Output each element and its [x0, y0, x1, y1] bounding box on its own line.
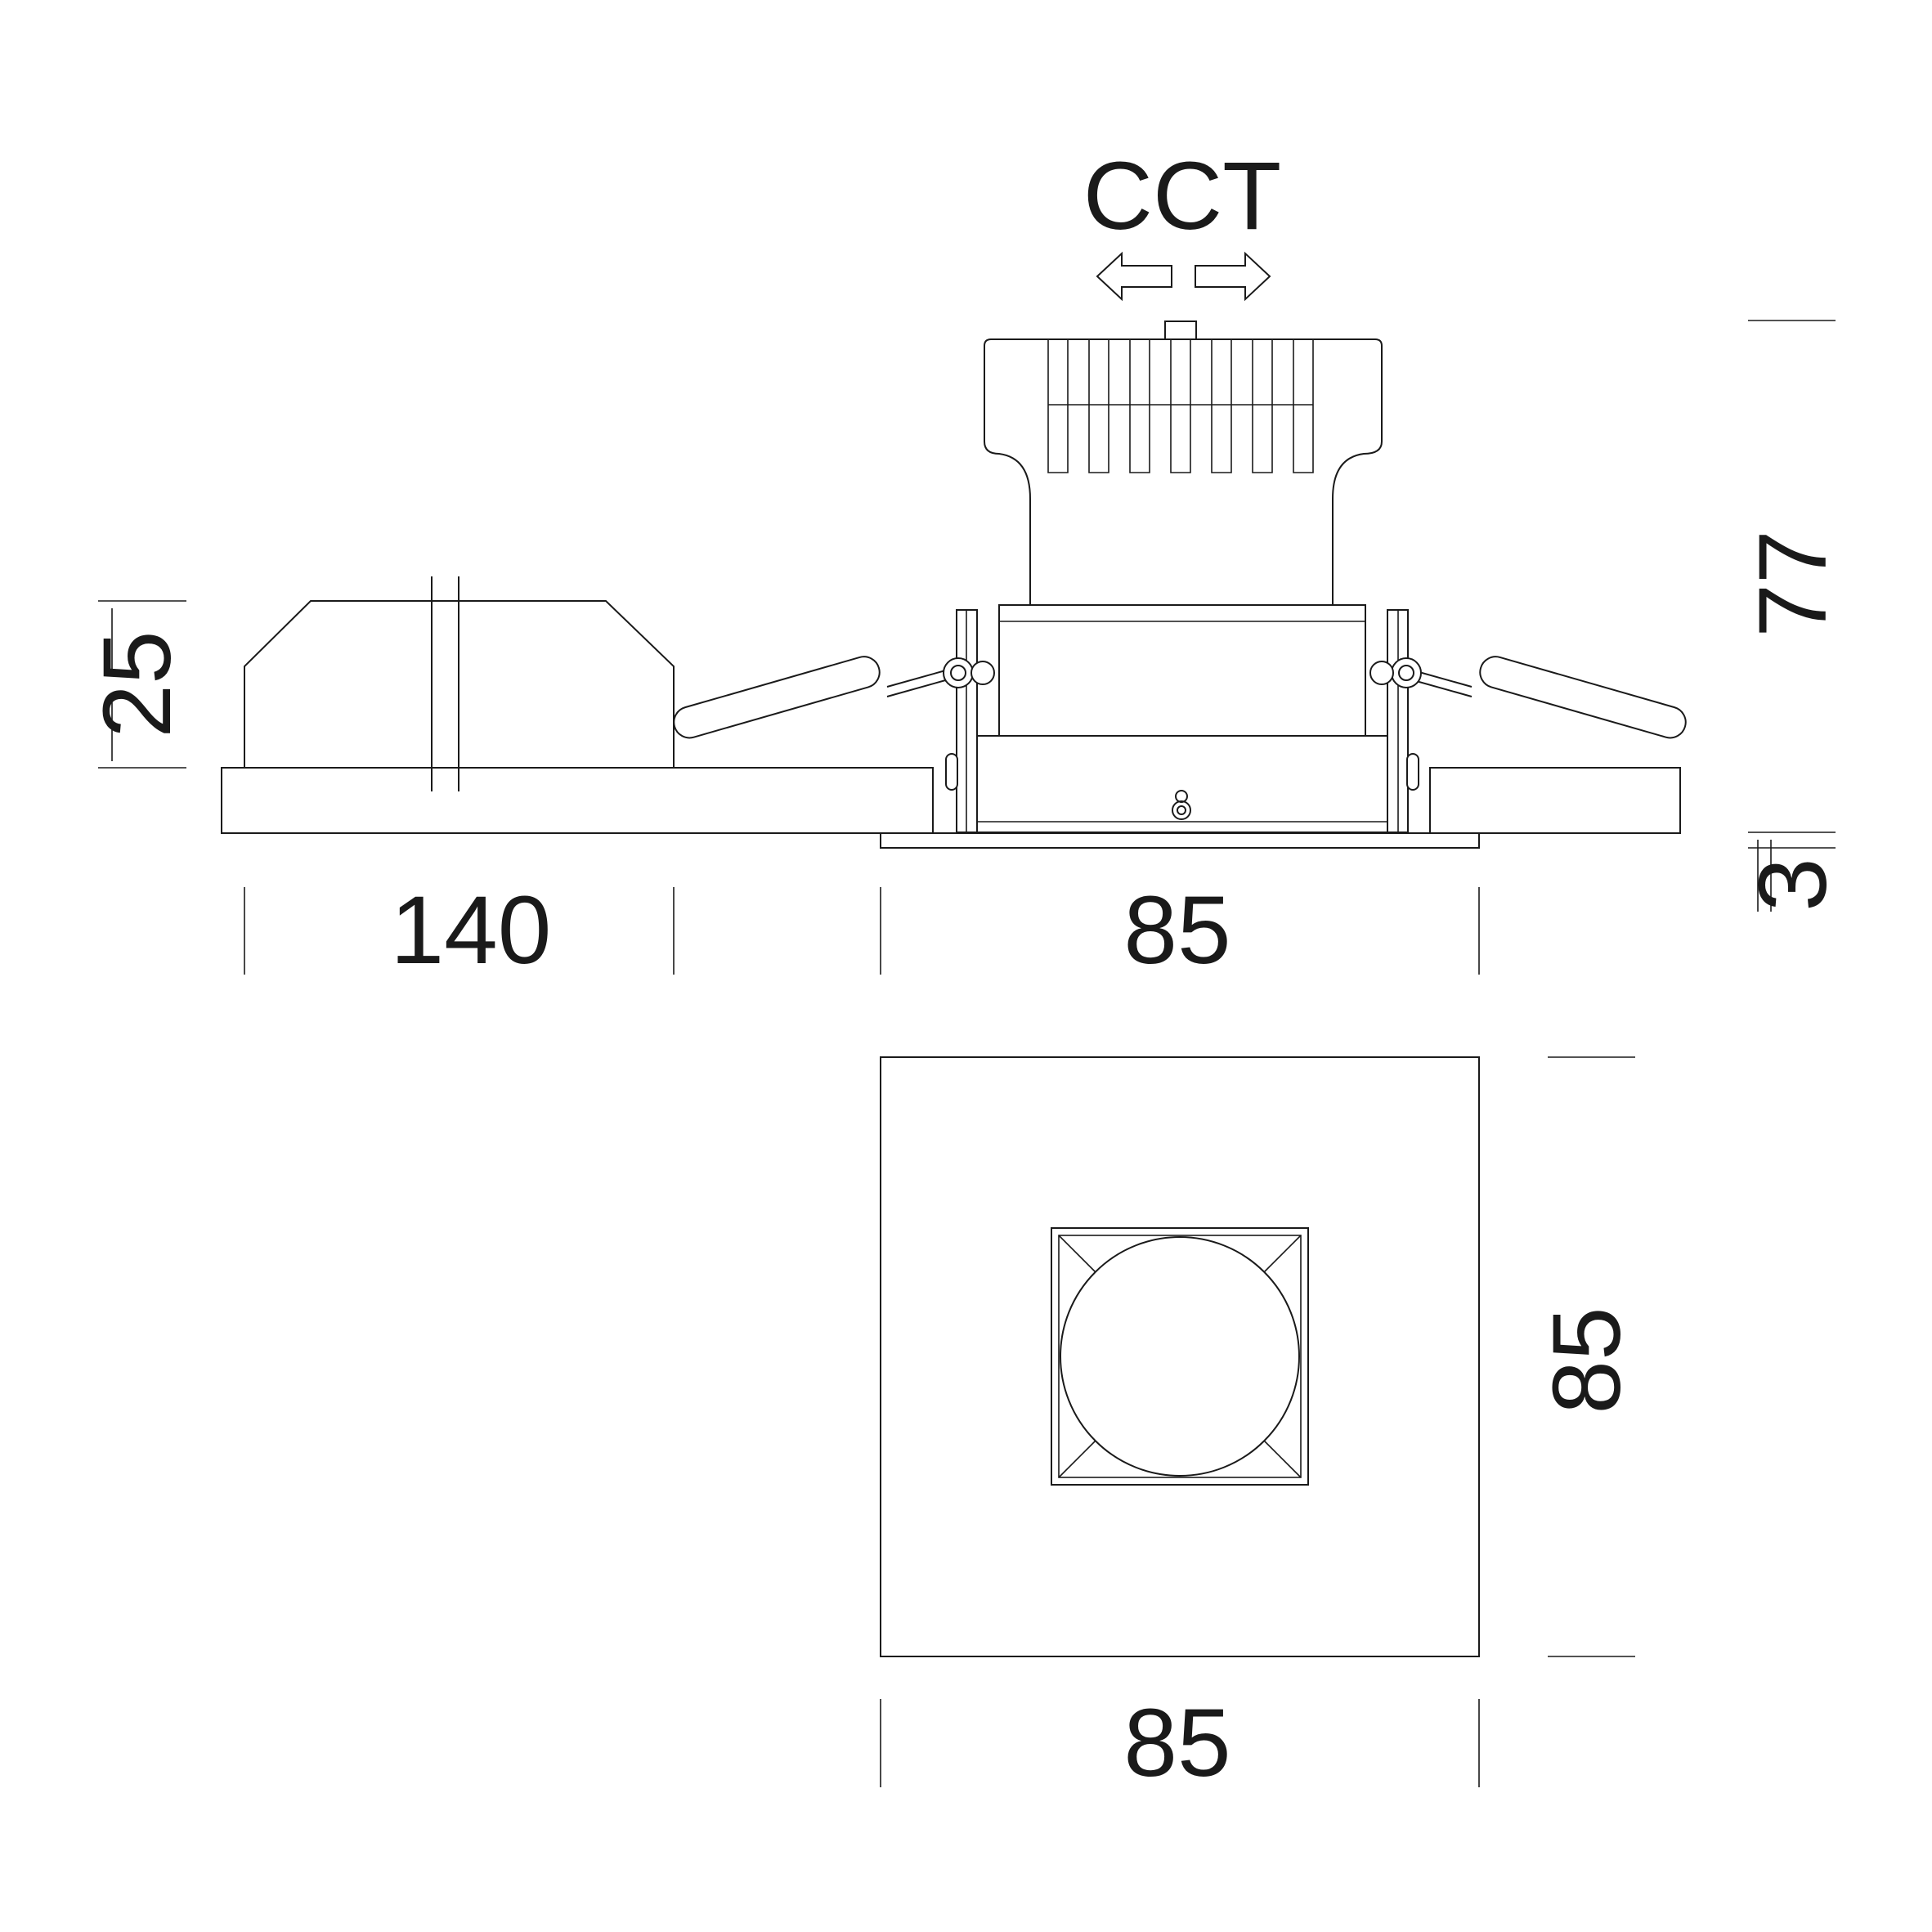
cct-indicator: CCT: [1083, 142, 1282, 302]
dim-label-85-side: 85: [1123, 876, 1230, 984]
dim-label-77: 77: [1739, 530, 1847, 637]
dim-label-140: 140: [391, 876, 552, 984]
dim-label-85-vertical: 85: [1533, 1307, 1641, 1414]
heat-sink: [984, 321, 1383, 606]
lens-icon: [1060, 1236, 1300, 1477]
dim-label-3: 3: [1739, 858, 1847, 912]
dim-trim-height-top: 85: [1533, 1056, 1641, 1657]
dim-side-height: 25: [83, 600, 191, 769]
trim-flange: [880, 832, 1480, 849]
screw-icon: [1172, 790, 1191, 820]
dim-trim-width-top: 85: [880, 1689, 1480, 1797]
left-spring-clip: [673, 656, 949, 739]
lens-frame-outer: [1051, 1227, 1309, 1486]
right-bracket: [1369, 609, 1422, 833]
top-view: [880, 1056, 1480, 1657]
dim-trim-width-side: 85: [880, 876, 1480, 984]
driver-box: [244, 576, 675, 791]
dim-total-height: 77: [1739, 320, 1847, 833]
trim-outline: [880, 1056, 1480, 1657]
dim-label-85-bottom: 85: [1123, 1689, 1230, 1797]
lamp-body: [976, 604, 1388, 833]
heat-sink-fins: [1047, 339, 1314, 473]
side-view: [221, 321, 1687, 849]
cct-label: CCT: [1083, 142, 1282, 250]
arrow-left-icon: [1096, 251, 1172, 302]
dim-driver-width: 140: [244, 876, 675, 984]
dim-label-25: 25: [83, 630, 191, 737]
arrow-right-icon: [1195, 251, 1271, 302]
right-spring-clip: [1410, 656, 1687, 739]
dim-trim-thickness: 3: [1739, 840, 1847, 912]
